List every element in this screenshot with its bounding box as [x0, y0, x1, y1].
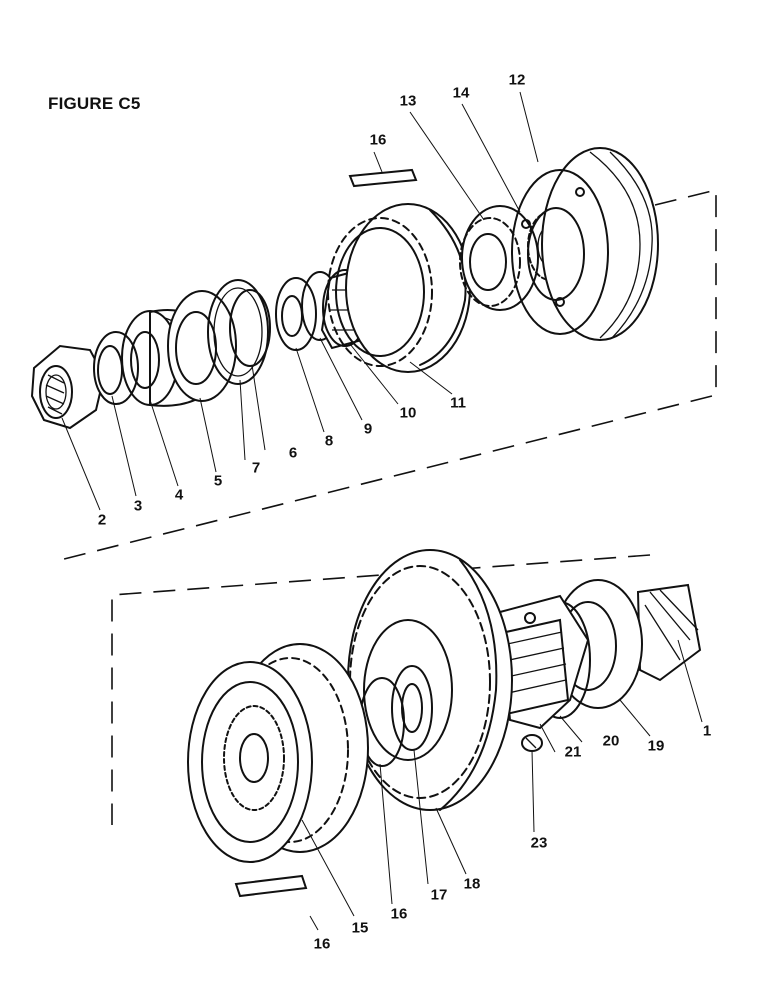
figure-title: FIGURE C5: [48, 94, 141, 113]
part-16-key-lower: [234, 874, 308, 898]
callout-16-upper: 16: [369, 131, 387, 149]
callout-6: 6: [288, 444, 298, 462]
callout-5: 5: [213, 472, 223, 490]
part-6-circlip: [229, 289, 271, 367]
part-7-ring: [207, 279, 269, 385]
callout-8: 8: [324, 432, 334, 450]
callout-1: 1: [702, 722, 712, 740]
callout-7: 7: [251, 459, 261, 477]
part-5-bearing-cup: [167, 290, 237, 402]
callout-19: 18: [463, 875, 481, 893]
callout-15: 15: [351, 919, 369, 937]
callout-21: 20: [602, 732, 620, 750]
part-23-stud: [521, 734, 543, 752]
callout-13: 13: [399, 92, 417, 110]
part-1-pinion-shaft: [636, 583, 702, 682]
callout-11: 11: [450, 394, 466, 412]
callout-12: 12: [508, 71, 526, 89]
callout-20: 19: [647, 737, 665, 755]
callout-10: 10: [399, 404, 417, 422]
callout-18: 17: [430, 886, 448, 904]
part-13-gear: [459, 205, 539, 311]
callout-14: 14: [452, 84, 470, 102]
callout-17: 16: [390, 905, 408, 923]
callout-22: 21: [564, 743, 582, 761]
callout-9: 9: [363, 420, 373, 438]
callout-4: 4: [174, 486, 184, 504]
callout-16-lower: 16: [313, 935, 331, 953]
part-11-gear: [327, 203, 471, 373]
part-18-collar: [391, 665, 433, 751]
callout-3: 3: [133, 497, 143, 515]
part-15-gear-and-cone: [187, 643, 369, 863]
part-19-gear: [347, 549, 513, 811]
callout-23: 23: [530, 834, 548, 852]
part-8-washer: [275, 277, 317, 351]
leader-lines: [61, 91, 703, 931]
part-16-key-upper: [348, 168, 418, 188]
callout-2: 2: [97, 511, 107, 529]
part-12-synchro-cone: [511, 147, 659, 341]
part-2-nut: [30, 344, 106, 430]
